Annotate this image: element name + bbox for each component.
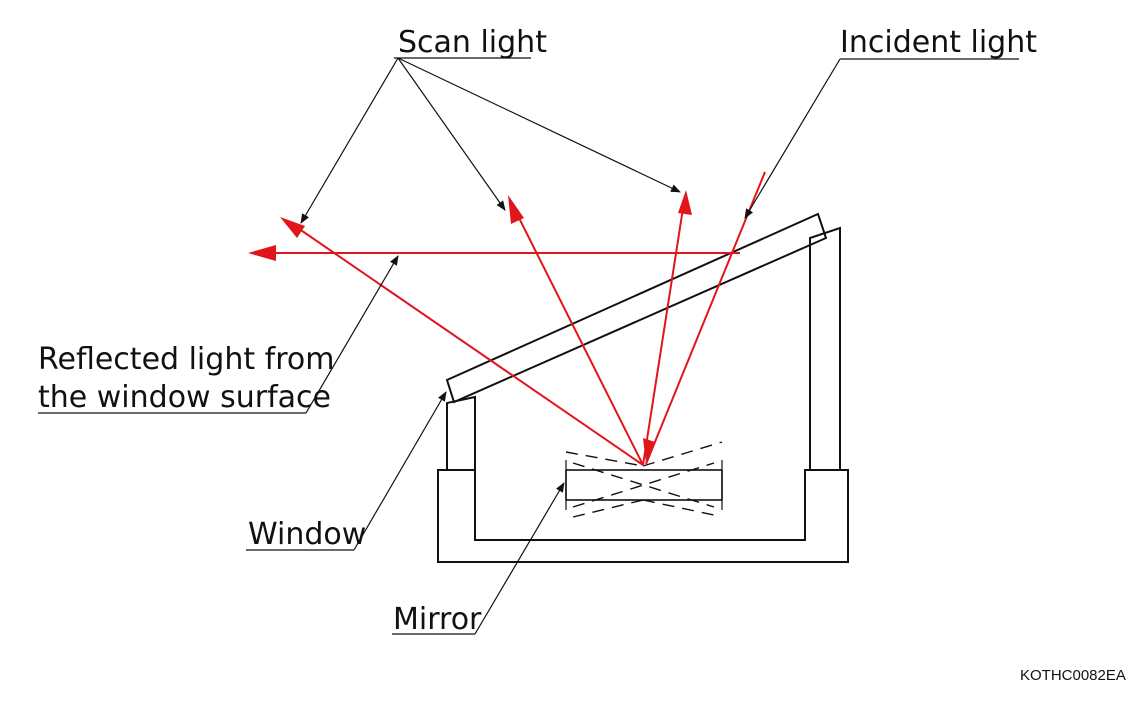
- light-beams: [248, 171, 766, 466]
- housing-outer: [437, 469, 849, 563]
- reflected-light-label-line1: Reflected light from: [38, 342, 334, 377]
- right-post: [809, 226, 841, 470]
- window-glass: [445, 212, 828, 404]
- leader-lines: [300, 57, 841, 635]
- scan-beam-3: [642, 201, 685, 466]
- scan-beam-1-arrowhead: [280, 217, 305, 238]
- scan-beam-2: [512, 205, 644, 466]
- incident-light-label: Incident light: [840, 25, 1037, 60]
- figure-code: KOTHC0082EA: [1020, 667, 1126, 684]
- scan-beam-3-arrowhead: [678, 190, 692, 215]
- scan-beam-2-arrowhead: [508, 195, 524, 224]
- reflected-beam-arrowhead: [248, 245, 276, 261]
- mirror-label: Mirror: [393, 602, 482, 637]
- left-post: [446, 395, 476, 470]
- label-underlines: [38, 57, 1019, 635]
- scan-beam-1: [291, 223, 644, 466]
- incident-beam: [645, 171, 766, 465]
- mirror-element: [565, 441, 723, 518]
- reflected-light-label-line2: the window surface: [38, 380, 331, 415]
- window-label: Window: [248, 517, 366, 552]
- scan-light-label: Scan light: [398, 25, 547, 60]
